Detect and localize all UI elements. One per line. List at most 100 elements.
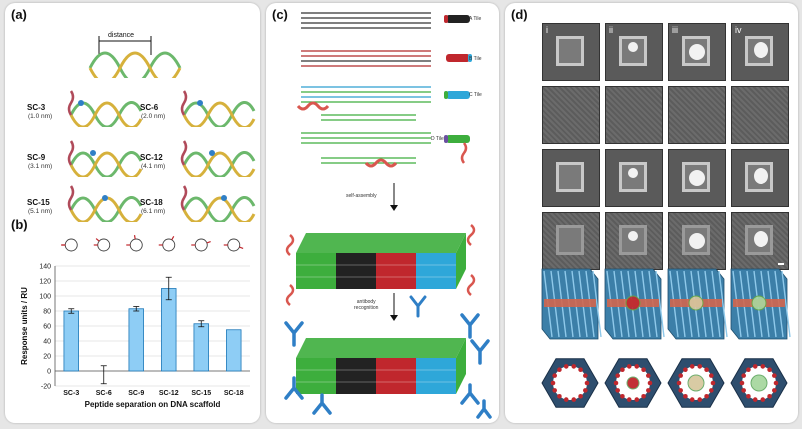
y-tick-label: 0 — [47, 369, 51, 376]
construct-distance: (4.1 nm) — [141, 163, 166, 170]
em-image: ii — [605, 23, 663, 81]
y-tick-label: 20 — [43, 354, 51, 361]
construct-distance: (3.1 nm) — [28, 163, 53, 170]
em-image — [731, 86, 789, 144]
peptide-mark — [239, 246, 244, 249]
ring-icon — [227, 238, 241, 252]
a-tile-strands — [301, 12, 431, 29]
peptide-ring — [544, 299, 596, 307]
construct-name: SC-18 — [140, 198, 163, 207]
panel-a-label: (a) — [11, 7, 27, 22]
peptide-dot — [557, 367, 562, 373]
peptide-dot — [563, 397, 569, 402]
peptide-dot — [741, 373, 746, 378]
bound-protein — [751, 295, 767, 311]
peptide-dot — [709, 388, 714, 393]
peptide-dot — [739, 380, 745, 386]
em-density — [689, 233, 705, 249]
tube-stripe — [781, 270, 791, 338]
peptide-dot — [767, 367, 772, 373]
tile-schematics — [284, 12, 492, 419]
peptide-dot — [689, 397, 695, 402]
em-particle — [745, 36, 773, 66]
x-tick-label: SC-6 — [96, 390, 112, 397]
peptide-dot — [578, 367, 583, 373]
construct-helix — [180, 90, 256, 127]
b-tile-icon — [446, 54, 472, 62]
peptide-dot — [710, 380, 716, 386]
construct-name: SC-6 — [140, 103, 159, 112]
em-particle — [556, 225, 584, 255]
scale-bar — [778, 263, 784, 265]
em-image — [605, 212, 663, 270]
construct-distance: (2.0 nm) — [141, 113, 166, 120]
peptide-dot — [634, 364, 640, 369]
ring-icon — [64, 238, 78, 252]
peptide-dot — [772, 388, 777, 393]
em-density — [754, 231, 768, 247]
x-tick-label: SC-12 — [159, 390, 179, 397]
peptide-dot — [550, 380, 556, 386]
em-image — [605, 86, 663, 144]
bound-protein — [625, 295, 641, 311]
panel-c: (c) — [266, 3, 499, 423]
structure-models — [541, 268, 791, 408]
construct-helix — [67, 140, 143, 177]
em-image — [542, 86, 600, 144]
peptide-mark — [171, 236, 175, 241]
peptide-dot — [613, 380, 619, 386]
peptide-dot — [689, 364, 695, 369]
peptide-dot — [772, 373, 777, 378]
peptide-mark — [95, 238, 100, 242]
x-tick-label: SC-9 — [128, 390, 144, 397]
column-label: ii — [609, 25, 613, 35]
peptide-dot — [741, 388, 746, 393]
tube-stripe — [592, 270, 602, 338]
peptide-dot — [746, 367, 751, 373]
column-label: iv — [735, 25, 742, 35]
peptide-dot — [641, 393, 646, 399]
peptide-mark — [206, 241, 211, 244]
peptide-dot — [678, 373, 683, 378]
construct-name: SC-12 — [140, 153, 163, 162]
x-tick-label: SC-15 — [191, 390, 211, 397]
antibody-recognition-label: antibody recognition — [354, 299, 379, 311]
em-density — [628, 168, 638, 178]
c-tile-strands — [301, 86, 431, 103]
d-tile-label: D Tile — [431, 136, 444, 142]
em-particle — [619, 162, 647, 192]
construct-distance: (6.1 nm) — [141, 208, 166, 215]
peptide-dot — [646, 373, 651, 378]
self-assembly-label: self-assembly — [346, 193, 377, 199]
construct-distance: (5.1 nm) — [28, 208, 53, 215]
peptide-dot — [760, 397, 766, 402]
antibody-icon — [409, 295, 427, 318]
em-image — [542, 149, 600, 207]
peptide-dot — [767, 393, 772, 399]
a-tile-icon — [444, 15, 470, 23]
x-tick-label: SC-3 — [63, 390, 79, 397]
peptide-dot — [584, 380, 590, 386]
x-axis-label: Peptide separation on DNA scaffold — [85, 400, 221, 409]
em-image — [542, 212, 600, 270]
peptide-dot — [634, 397, 640, 402]
peptide-dot — [641, 367, 646, 373]
peptide-dot — [557, 393, 562, 399]
peptide-dot — [563, 364, 569, 369]
peptide-dot — [683, 393, 688, 399]
em-image: iv — [731, 23, 789, 81]
bar — [63, 310, 79, 372]
peptide-dot — [571, 397, 577, 402]
em-image — [668, 149, 726, 207]
bar — [128, 308, 144, 372]
ring-icon — [129, 238, 143, 252]
em-particle — [682, 36, 710, 66]
ring-icon — [162, 238, 176, 252]
tube-stripe — [718, 270, 728, 338]
em-density — [689, 170, 705, 186]
panel-c-label: (c) — [272, 7, 288, 22]
y-tick-label: 40 — [43, 339, 51, 346]
peptide-dot — [752, 397, 758, 402]
em-image — [731, 149, 789, 207]
ring-icon — [97, 238, 111, 252]
